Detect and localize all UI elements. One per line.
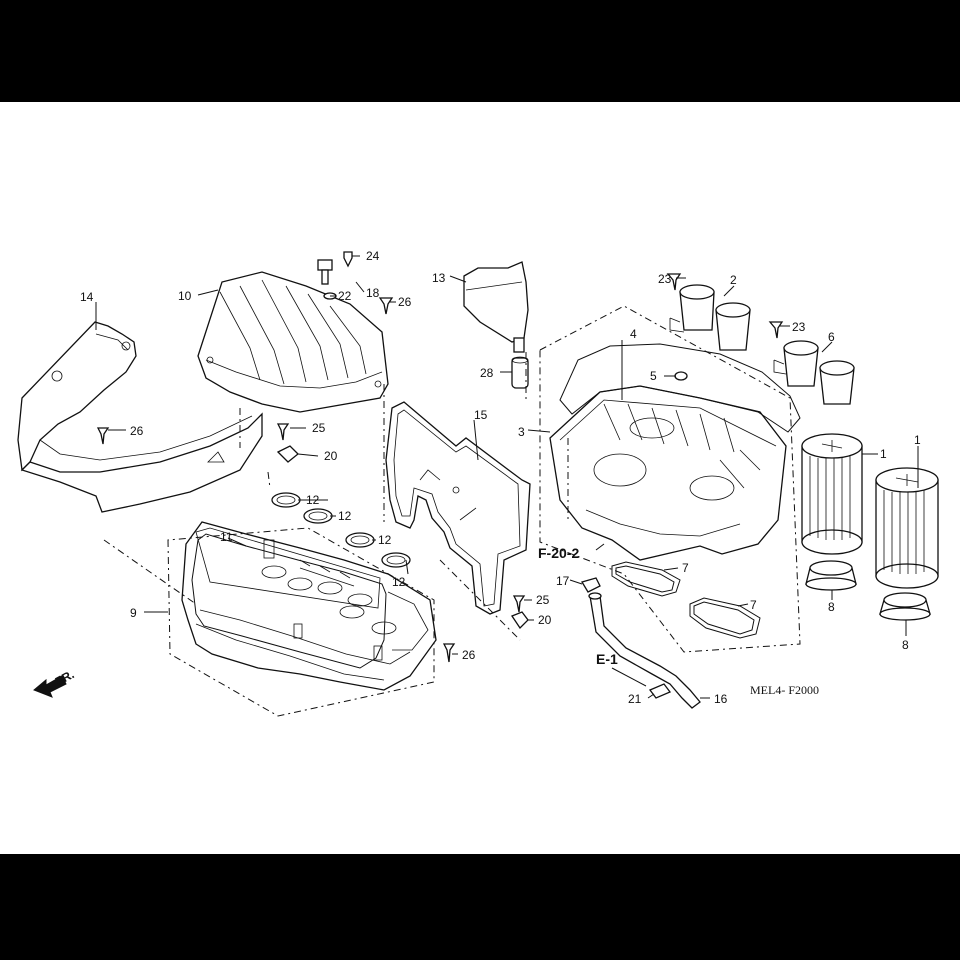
callout-7: 7: [750, 598, 757, 612]
part-11-gasket: [191, 533, 387, 669]
callout-13: 13: [432, 271, 446, 285]
callout-12: 12: [338, 509, 352, 523]
callout-1: 1: [880, 447, 887, 461]
callout-7: 7: [682, 561, 689, 575]
part-6-funnel: [773, 340, 855, 405]
callout-12: 12: [306, 493, 320, 507]
part-8-seal: [805, 560, 931, 621]
callout-2: 2: [730, 273, 737, 287]
callout-25: 25: [536, 593, 550, 607]
reference-e-1: E-1: [596, 651, 618, 667]
callout-12: 12: [378, 533, 392, 547]
callout-24: 24: [366, 249, 380, 263]
part-9-base: [181, 521, 437, 691]
part-16-drain-tube: [588, 592, 701, 709]
front-direction-arrow: [33, 675, 67, 698]
part-14-cover: [17, 321, 263, 513]
leader-lines: [95, 255, 919, 699]
part-13-duct: [463, 261, 529, 353]
diagram-code: MEL4- F2000: [750, 683, 819, 697]
callout-28: 28: [480, 366, 494, 380]
part-28-grommet: [511, 356, 529, 389]
callout-21: 21: [628, 692, 642, 706]
callout-23: 23: [792, 320, 806, 334]
callout-14: 14: [80, 290, 94, 304]
callout-26: 26: [398, 295, 412, 309]
callout-6: 6: [828, 330, 835, 344]
callout-12: 12: [392, 575, 406, 589]
part-3-case: [549, 385, 787, 561]
callout-5: 5: [650, 369, 657, 383]
callout-22: 22: [338, 289, 352, 303]
callout-3: 3: [518, 425, 525, 439]
callout-8: 8: [828, 600, 835, 614]
callout-20: 20: [324, 449, 338, 463]
reference-f-20-2: F-20-2: [538, 545, 579, 561]
part-4-seal: [559, 343, 801, 433]
callout-17: 17: [556, 574, 570, 588]
part-10-air-cleaner-cover: [197, 271, 389, 413]
callout-15: 15: [474, 408, 488, 422]
callout-25: 25: [312, 421, 326, 435]
callout-10: 10: [178, 289, 192, 303]
callout-23: 23: [658, 272, 672, 286]
part-7-gasket: [611, 561, 761, 639]
callout-1: 1: [914, 433, 921, 447]
callout-26: 26: [462, 648, 476, 662]
part-1-filter: [801, 433, 939, 589]
callout-20: 20: [538, 613, 552, 627]
callout-4: 4: [630, 327, 637, 341]
callout-8: 8: [902, 638, 909, 652]
callout-16: 16: [714, 692, 728, 706]
callout-11: 11: [220, 530, 233, 544]
part-2-funnel: [669, 284, 751, 351]
callout-18: 18: [366, 286, 380, 300]
part-15-seal-plate: [385, 401, 531, 615]
small-hardware: [96, 251, 784, 699]
callout-26: 26: [130, 424, 144, 438]
callout-9: 9: [130, 606, 137, 620]
assembly-lines: [103, 305, 801, 717]
part-12-o-rings: [271, 492, 411, 568]
